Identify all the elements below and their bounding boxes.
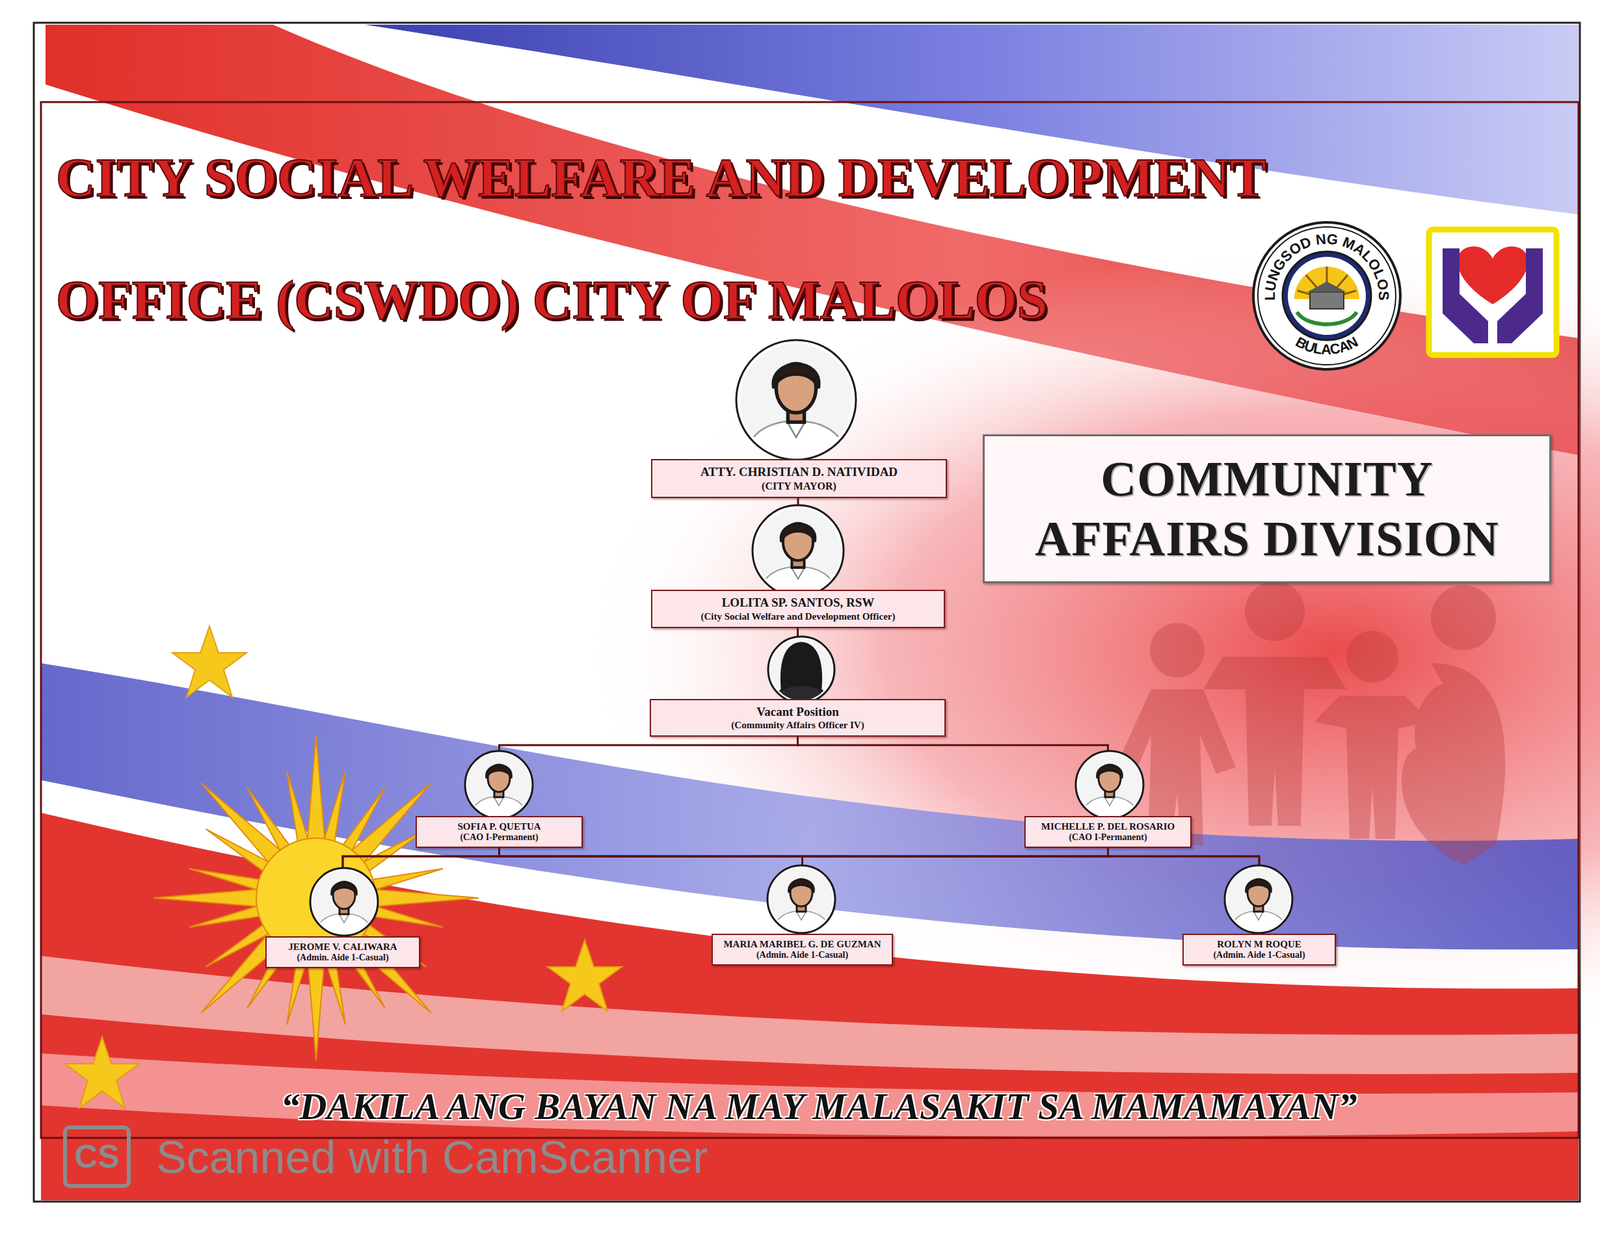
division-title: COMMUNITY AFFAIRS DIVISION bbox=[1004, 449, 1530, 568]
decoration-shape bbox=[767, 865, 836, 934]
decoration-shape bbox=[753, 506, 843, 598]
decoration-shape bbox=[1253, 222, 1401, 370]
decoration-shape bbox=[752, 505, 844, 597]
watermark-logo-text: CS bbox=[74, 1138, 120, 1176]
position-title: (Admin. Aide 1-Casual) bbox=[1213, 950, 1305, 962]
org-box: JEROME V. CALIWARA(Admin. Aide 1-Casual) bbox=[265, 936, 421, 969]
decoration-shape bbox=[1401, 663, 1506, 866]
person-name: JEROME V. CALIWARA bbox=[288, 941, 397, 953]
org-box: MARIA MARIBEL G. DE GUZMAN(Admin. Aide 1… bbox=[711, 933, 894, 966]
org-box: SOFIA P. QUETUA(CAO I-Permanent) bbox=[415, 816, 583, 849]
photo-circles bbox=[310, 340, 1293, 936]
decoration-shape bbox=[1226, 866, 1292, 934]
connector-line bbox=[499, 736, 799, 817]
division-box: COMMUNITY AFFAIRS DIVISION bbox=[982, 434, 1552, 584]
seal-text: BULACAN bbox=[1293, 333, 1361, 358]
inner-frame bbox=[40, 102, 1579, 1139]
decoration-shape bbox=[310, 868, 378, 936]
decoration-shape bbox=[1346, 630, 1399, 683]
decoration-shape bbox=[1075, 751, 1144, 819]
decoration-shape bbox=[1457, 246, 1529, 305]
person-name: Vacant Position bbox=[756, 705, 840, 720]
decoration-shape: LUNGSOD NG MALOLOS bbox=[1261, 230, 1392, 302]
position-title: (Admin. Aide 1-Casual) bbox=[756, 950, 849, 962]
connector-line bbox=[342, 848, 1109, 937]
decoration-shape bbox=[1244, 581, 1305, 642]
org-box: ROLYN M ROQUE(Admin. Aide 1-Casual) bbox=[1182, 933, 1336, 966]
decoration-shape bbox=[280, 735, 352, 849]
position-title: (City Social Welfare and Development Off… bbox=[701, 610, 896, 623]
decoration-shape bbox=[1307, 281, 1347, 293]
decoration-shape bbox=[153, 863, 267, 934]
decoration-shape bbox=[1296, 312, 1357, 325]
motto-caption: “DAKILA ANG BAYAN NA MAY MALASAKIT SA MA… bbox=[188, 1084, 1450, 1129]
decoration-shape bbox=[311, 869, 377, 936]
person-name: MARIA MARIBEL G. DE GUZMAN bbox=[723, 938, 881, 951]
position-title: (CAO I-Permanent) bbox=[1068, 832, 1147, 844]
watermark-text: Scanned with CamScanner bbox=[156, 1131, 708, 1184]
decoration-shape bbox=[1149, 623, 1205, 678]
diagram-title: CITY SOCIAL WELFARE AND DEVELOPMENT OFFI… bbox=[55, 117, 1266, 362]
decoration-shape bbox=[1282, 251, 1372, 341]
connector-line bbox=[802, 848, 1109, 934]
sun-symbol bbox=[153, 735, 479, 1061]
org-box: LOLITA SP. SANTOS, RSW(City Social Welfa… bbox=[651, 589, 946, 629]
decoration-shape bbox=[1414, 682, 1487, 787]
position-title: (CITY MAYOR) bbox=[761, 480, 837, 493]
org-box: MICHELLE P. DEL ROSARIO(CAO I-Permanent) bbox=[1024, 816, 1192, 849]
red-wave bbox=[40, 813, 1579, 1201]
star bbox=[547, 940, 622, 1012]
decoration-shape bbox=[1442, 248, 1489, 344]
decoration-shape bbox=[737, 341, 855, 462]
connector-line bbox=[499, 848, 1260, 934]
star bbox=[65, 1037, 140, 1109]
star bbox=[172, 626, 247, 698]
person-name: SOFIA P. QUETUA bbox=[457, 820, 541, 833]
pink-streak bbox=[40, 1053, 1579, 1137]
org-box: Vacant Position(Community Affairs Office… bbox=[649, 699, 946, 737]
decoration-shape bbox=[1428, 229, 1557, 356]
decoration-shape bbox=[1497, 248, 1543, 344]
connector-line bbox=[798, 736, 1109, 817]
person-name: ROLYN M ROQUE bbox=[1216, 938, 1301, 951]
decoration-shape bbox=[1077, 752, 1143, 819]
watermark-logo: CS bbox=[63, 1125, 131, 1189]
org-box: ATTY. CHRISTIAN D. NATIVIDAD(CITY MAYOR) bbox=[651, 459, 947, 499]
decoration-shape bbox=[365, 863, 479, 934]
decoration-shape bbox=[1309, 292, 1344, 309]
decoration-shape bbox=[1224, 865, 1293, 934]
position-title: (Community Affairs Officer IV) bbox=[731, 719, 864, 732]
decoration-shape bbox=[1430, 585, 1496, 651]
city-seal: LUNGSOD NG MALOLOS BULACAN bbox=[1253, 222, 1401, 370]
decoration-shape bbox=[768, 866, 834, 934]
dswd-logo bbox=[1428, 229, 1557, 356]
decoration-shape: BULACAN bbox=[1293, 333, 1361, 358]
decoration-shape bbox=[465, 751, 533, 819]
decoration-shape bbox=[466, 752, 532, 819]
person-name: ATTY. CHRISTIAN D. NATIVIDAD bbox=[700, 465, 898, 480]
seal-text: LUNGSOD NG MALOLOS bbox=[1261, 230, 1392, 302]
decoration-shape bbox=[768, 636, 835, 704]
decoration-shape bbox=[1203, 656, 1347, 827]
white-ribbon bbox=[305, 24, 1579, 248]
position-title: (CAO I-Permanent) bbox=[459, 832, 538, 844]
person-name: MICHELLE P. DEL ROSARIO bbox=[1041, 820, 1175, 833]
position-title: (Admin. Aide 1-Casual) bbox=[296, 952, 389, 964]
decoration-shape bbox=[769, 638, 834, 704]
white-wave bbox=[40, 780, 1579, 990]
decoration-shape bbox=[1257, 226, 1396, 365]
person-name: LOLITA SP. SANTOS, RSW bbox=[721, 595, 875, 611]
connector-line bbox=[499, 848, 803, 934]
decoration-shape bbox=[1287, 256, 1366, 335]
